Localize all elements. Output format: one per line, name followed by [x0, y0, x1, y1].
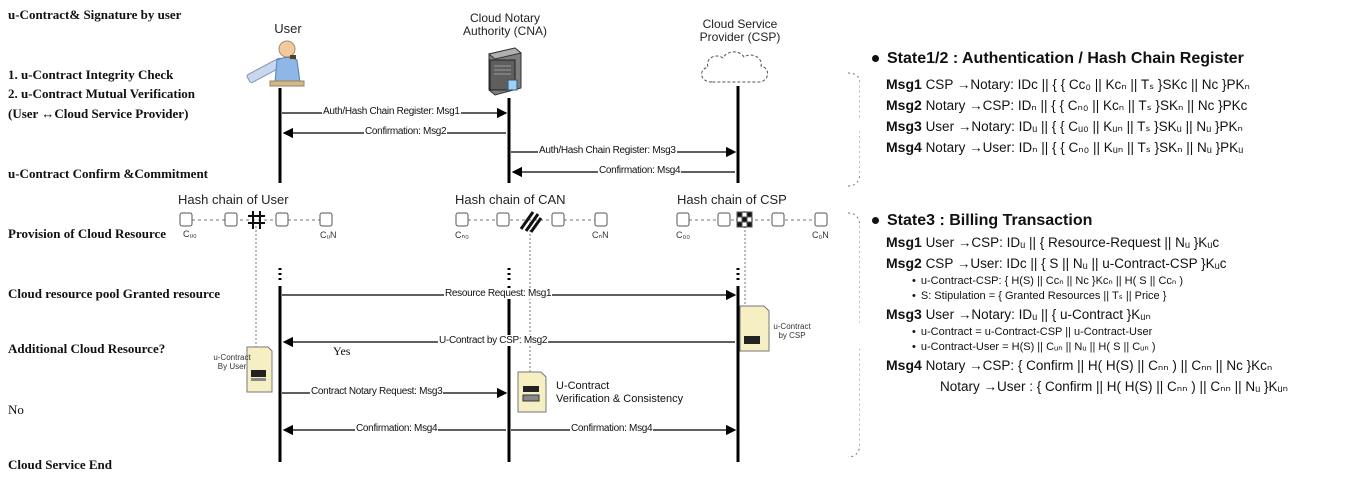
contract-notary-request-label: Contract Notary Request: Msg3 — [310, 386, 443, 397]
state3-msg4: Msg4 Notary →CSP: { Confirm || H( H(S) |… — [872, 355, 1342, 376]
state12-msg3-text: User →Notary: IDᵤ || { { Cᵤ₀ || Kᵤₙ || T… — [926, 119, 1243, 134]
state12-msg4: Msg4 Notary →User: IDₙ || { { Cₙ₀ || Kᵤₙ… — [872, 137, 1342, 158]
state12-title: State1/2 : Authentication / Hash Chain R… — [872, 50, 1342, 68]
msg2-label: Confirmation: Msg2 — [364, 126, 447, 137]
state3-msg4-id: Msg4 — [886, 357, 922, 373]
verification-line1: U-Contract — [556, 380, 683, 393]
state3-msg2-text: CSP →User: IDᴄ || { S || Nᵤ || u-Contrac… — [926, 256, 1227, 271]
state3-msg2-sub2: S: Stipulation = { Granted Resources || … — [872, 289, 1342, 304]
state12-msg1-text: CSP →Notary: IDᴄ || { { Cᴄ₀ || Kᴄₙ || Tₛ… — [926, 77, 1250, 92]
state12-msg4-text: Notary →User: IDₙ || { { Cₙ₀ || Kᵤₙ || T… — [926, 140, 1244, 155]
msg3-label: Auth/Hash Chain Register: Msg3 — [538, 145, 677, 156]
confirm-csp-label: Confirmation: Msg4 — [570, 423, 653, 434]
csp-hash-chain — [677, 212, 827, 227]
state3-msg3-sub1: u-Contract = u-Contract-CSP || u-Contrac… — [872, 325, 1342, 340]
csp-doc-label: u-Contract by CSP — [772, 322, 812, 340]
state12-msg3-id: Msg3 — [886, 118, 922, 134]
state3-title: State3 : Billing Transaction — [872, 212, 1342, 230]
msg4-label: Confirmation: Msg4 — [598, 165, 681, 176]
can-chain-marker — [521, 212, 541, 232]
yes-label: Yes — [333, 344, 350, 359]
confirm-user-label: Confirmation: Msg4 — [355, 423, 438, 434]
verification-line2: Verification & Consistency — [556, 393, 683, 406]
state3-msg4b: Notary →User : { Confirm || H( H(S) || C… — [872, 376, 1342, 397]
state3-msg3: Msg3 User →Notary: IDᵤ || { u-Contract }… — [872, 304, 1342, 325]
cloud-icon — [702, 52, 768, 82]
msg1-label: Auth/Hash Chain Register: Msg1 — [322, 106, 461, 117]
state12-msg2-id: Msg2 — [886, 97, 922, 113]
user-doc-line1: u-Contract — [212, 353, 252, 362]
csp-doc-line1: u-Contract — [772, 322, 812, 331]
user-doc-label: u-Contract By User — [212, 353, 252, 371]
state12-msg3: Msg3 User →Notary: IDᵤ || { { Cᵤ₀ || Kᵤₙ… — [872, 116, 1342, 137]
state3-msg2-id: Msg2 — [886, 255, 922, 271]
state12-msg2: Msg2 Notary →CSP: IDₙ || { { Cₙ₀ || Kᴄₙ … — [872, 95, 1342, 116]
bullet-icon — [872, 55, 879, 62]
bullet-icon — [872, 217, 879, 224]
brace-state3 — [848, 213, 860, 457]
state3-panel: State3 : Billing Transaction Msg1 User →… — [872, 212, 1342, 397]
verification-doc-icon — [518, 372, 546, 412]
csp-doc-line2: by CSP — [772, 331, 812, 340]
state12-msg4-id: Msg4 — [886, 139, 922, 155]
state3-msg2-sub1: u-Contract-CSP: { H(S) || Cᴄₙ || Nᴄ }Kᴄₙ… — [872, 274, 1342, 289]
state12-title-text: State1/2 : Authentication / Hash Chain R… — [887, 50, 1244, 67]
state12-msg2-text: Notary →CSP: IDₙ || { { Cₙ₀ || Kᴄₙ || Tₛ… — [926, 98, 1248, 113]
user-doc-line2: By User — [212, 362, 252, 371]
state3-title-text: State3 : Billing Transaction — [887, 212, 1092, 229]
ucontract-by-csp-label: U-Contract by CSP: Msg2 — [438, 335, 548, 346]
brace-state12 — [848, 73, 860, 186]
server-icon — [489, 48, 521, 95]
csp-chain-marker — [737, 212, 752, 227]
state3-msg4-text: Notary →CSP: { Confirm || H( H(S) || Cₙₙ… — [926, 358, 1273, 373]
state3-msg2: Msg2 CSP →User: IDᴄ || { S || Nᵤ || u-Co… — [872, 253, 1342, 274]
resource-request-label: Resource Request: Msg1 — [444, 288, 552, 299]
state12-panel: State1/2 : Authentication / Hash Chain R… — [872, 50, 1342, 158]
verification-label: U-Contract Verification & Consistency — [556, 380, 683, 406]
user-person-icon — [246, 41, 304, 86]
state3-msg1-id: Msg1 — [886, 234, 922, 250]
state3-msg1-text: User →CSP: IDᵤ || { Resource-Request || … — [926, 235, 1220, 250]
can-hash-chain — [456, 212, 607, 232]
state3-msg1: Msg1 User →CSP: IDᵤ || { Resource-Reques… — [872, 232, 1342, 253]
csp-ucontract-doc-icon — [740, 306, 769, 351]
state3-msg3-text: User →Notary: IDᵤ || { u-Contract }Kᵤₙ — [926, 307, 1151, 322]
state3-msg3-id: Msg3 — [886, 306, 922, 322]
state12-msg1-id: Msg1 — [886, 76, 922, 92]
state3-msg3-sub2: u-Contract-User = H(S) || Cᵤₙ || Nᵤ || H… — [872, 340, 1342, 355]
sequence-diagram — [0, 0, 860, 477]
state12-msg1: Msg1 CSP →Notary: IDᴄ || { { Cᴄ₀ || Kᴄₙ … — [872, 74, 1342, 95]
